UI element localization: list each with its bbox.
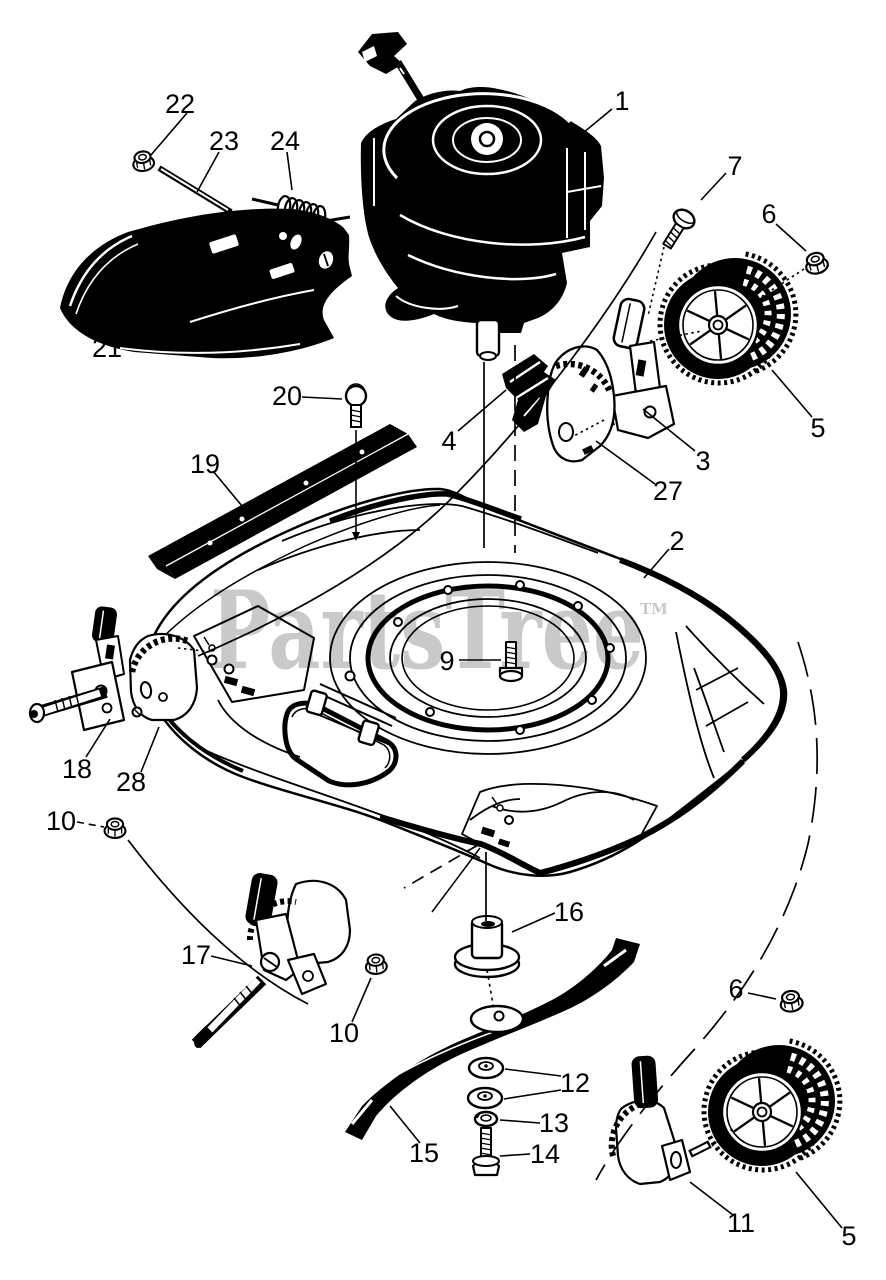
- callout-14: 14: [530, 1139, 560, 1169]
- left-axle-bolt-illustration: [28, 660, 126, 732]
- callout-20: 20: [272, 381, 302, 411]
- construction-lines: [127, 231, 819, 1181]
- front-wheel-nut-illustration: [801, 249, 831, 278]
- callout-10-center: 10: [329, 1018, 359, 1048]
- rear-adjuster-cam-illustration: [608, 1055, 735, 1186]
- callout-10-left: 10: [46, 806, 76, 836]
- trail-shield-illustration: [148, 424, 417, 579]
- front-adjuster-cam-illustration: [546, 345, 616, 463]
- mower-deck-illustration: [145, 487, 788, 877]
- left-axle-nut-illustration: [103, 817, 127, 839]
- rear-left-lever-illustration: [191, 873, 352, 1049]
- watermark: PartsTree TM: [210, 568, 668, 694]
- rear-wheel-illustration: [704, 1041, 840, 1170]
- callout-15: 15: [409, 1138, 439, 1168]
- callout-18: 18: [62, 754, 92, 784]
- callout-22: 22: [165, 89, 195, 119]
- callout-24: 24: [270, 126, 300, 156]
- blade-area-nut-illustration: [363, 952, 389, 976]
- callout-6-rear: 6: [728, 974, 743, 1004]
- deflector-spring-illustration: [251, 195, 351, 229]
- callout-23: 23: [209, 126, 239, 156]
- callout-9: 9: [439, 646, 454, 676]
- left-adjuster-cam-illustration: [92, 606, 213, 722]
- watermark-text: PartsTree: [210, 568, 644, 694]
- callout-27: 27: [653, 476, 683, 506]
- lock-washer-illustration: [473, 1110, 499, 1128]
- callout-16: 16: [554, 897, 584, 927]
- callout-17: 17: [181, 940, 211, 970]
- callout-19: 19: [190, 449, 220, 479]
- callout-1: 1: [614, 86, 629, 116]
- watermark-tm: TM: [640, 600, 668, 618]
- blade-washers-illustration: [466, 1056, 505, 1110]
- mower-deck-slots: [223, 675, 511, 848]
- discharge-deflector-illustration: [60, 208, 352, 359]
- callout-6-front: 6: [761, 199, 776, 229]
- front-wheel-illustration: [660, 254, 796, 383]
- rear-wheel-nut-illustration: [777, 988, 805, 1015]
- callout-21: 21: [92, 333, 122, 363]
- callout-12: 12: [560, 1068, 590, 1098]
- engine-illustration: [360, 86, 604, 361]
- callout-28: 28: [116, 767, 146, 797]
- callout-5-front: 5: [810, 413, 825, 443]
- front-wheel-bolt-illustration: [662, 208, 696, 250]
- callout-3: 3: [695, 446, 710, 476]
- callout-leaders: [76, 108, 843, 1229]
- blade-illustration: [345, 938, 640, 1140]
- blade-bolt-illustration: [471, 1127, 501, 1177]
- blade-adapter-illustration: [453, 915, 521, 979]
- callout-7: 7: [727, 151, 742, 181]
- deck-center-bolt-illustration: [498, 641, 524, 683]
- callout-2: 2: [669, 526, 684, 556]
- deflector-rod-illustration: [157, 165, 236, 217]
- mower-deck-underlay: [146, 488, 787, 876]
- callout-4: 4: [441, 426, 456, 456]
- callout-11: 11: [727, 1208, 755, 1238]
- callout-13: 13: [539, 1108, 569, 1138]
- callout-5-rear: 5: [841, 1221, 856, 1251]
